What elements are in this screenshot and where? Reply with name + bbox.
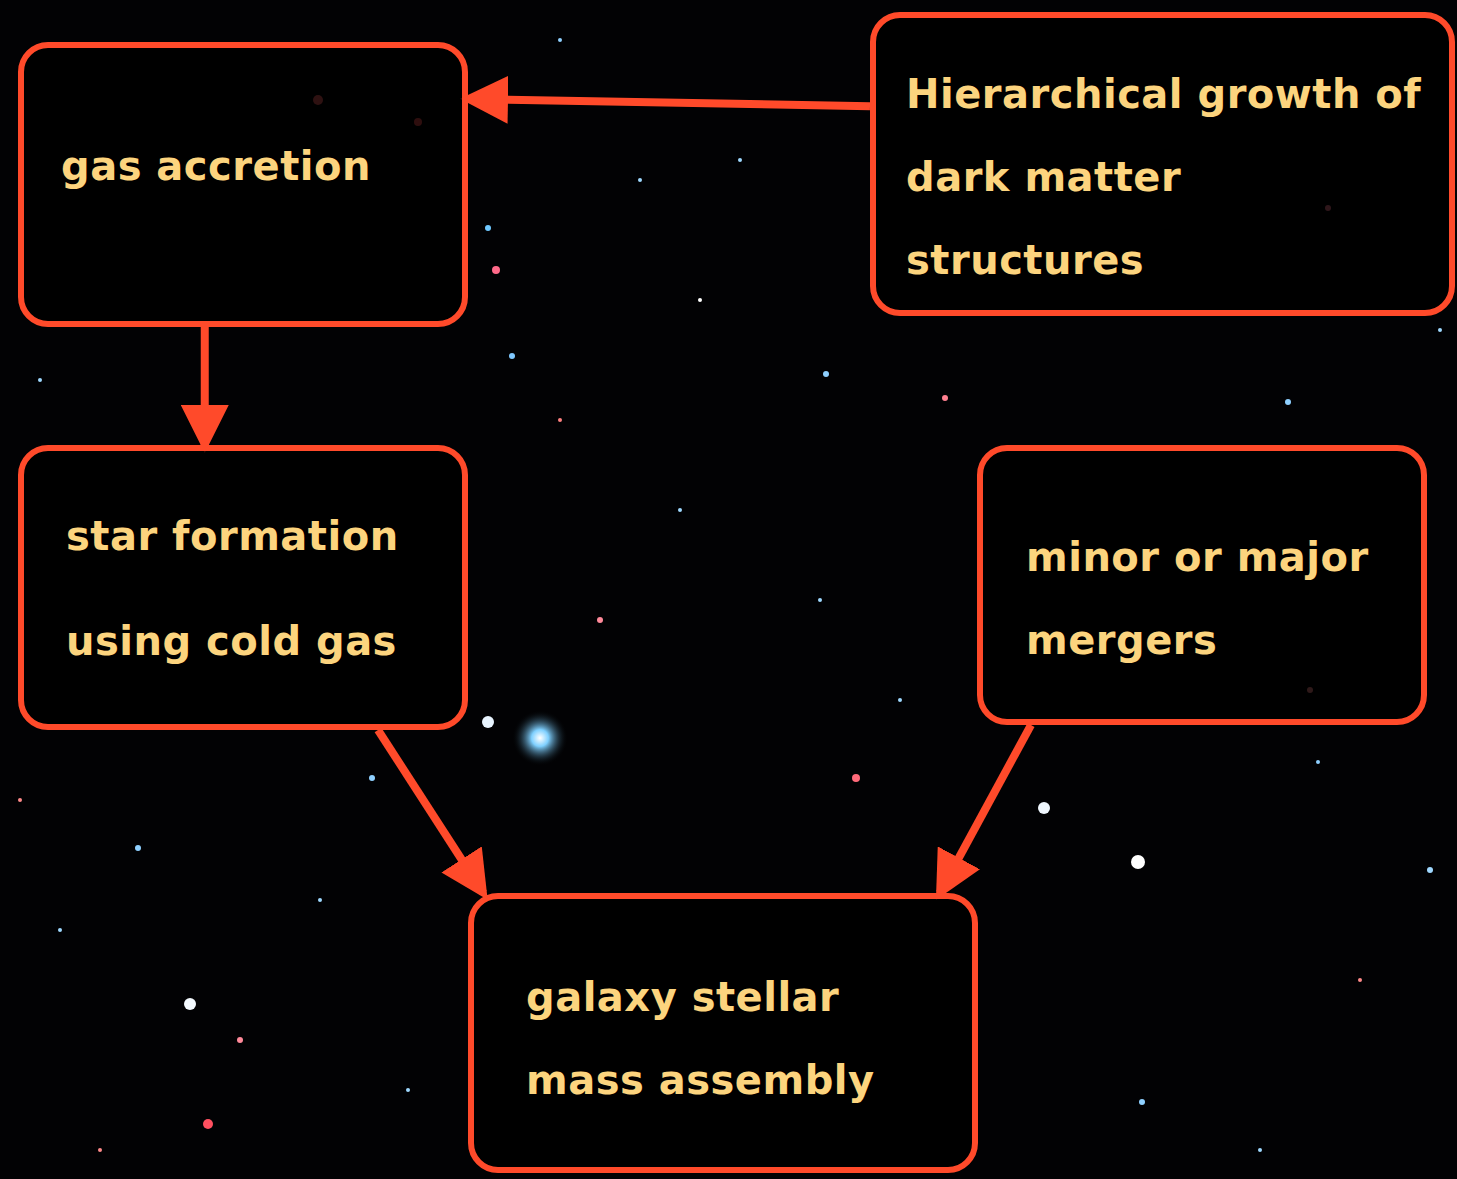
flow-arrow [201, 327, 209, 445]
flow-arrow [940, 725, 1031, 893]
flow-arrow [378, 730, 483, 893]
box-label: gas accretion [61, 136, 438, 196]
box-label: star formation using cold gas [66, 484, 438, 694]
process-box: minor or major mergers [977, 445, 1427, 725]
box-label: minor or major mergers [1026, 516, 1397, 682]
process-box: gas accretion [18, 42, 468, 327]
box-label: galaxy stellar mass assembly [526, 956, 948, 1122]
box-label: Hierarchical growth of dark matter struc… [906, 53, 1425, 302]
process-box: galaxy stellar mass assembly [468, 893, 978, 1173]
process-box: Hierarchical growth of dark matter struc… [870, 12, 1455, 316]
flow-arrow [468, 99, 870, 106]
process-box: star formation using cold gas [18, 445, 468, 730]
